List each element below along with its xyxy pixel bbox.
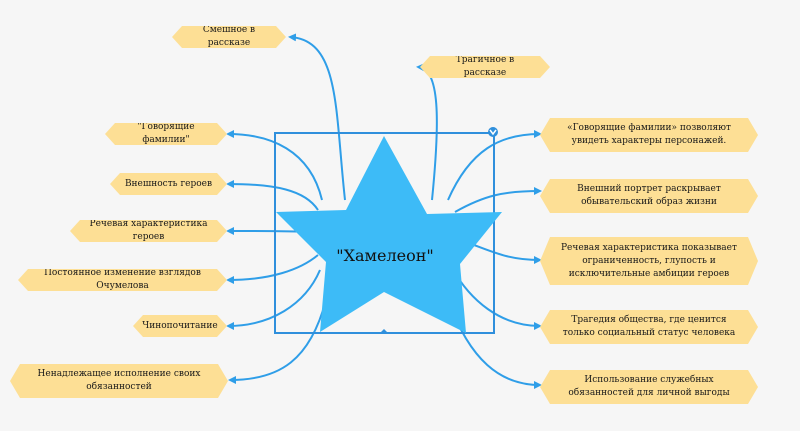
node-right-2[interactable]: Внешний портрет раскрывает обывательский… <box>540 179 758 213</box>
connector-left-5 <box>226 269 321 330</box>
node-left-6[interactable]: Ненадлежащее исполнение своих обязанност… <box>10 364 228 398</box>
connector-left-4 <box>226 254 319 284</box>
chevron-down-icon <box>489 129 497 136</box>
connector-left-1 <box>226 130 323 201</box>
connector-right-1 <box>447 130 542 201</box>
node-left-4[interactable]: Постоянное изменение взглядов Очумелова <box>18 269 227 291</box>
node-left-3[interactable]: Речевая характеристика героев <box>70 220 227 242</box>
node-right-1[interactable]: «Говорящие фамилии» позволяют увидеть ха… <box>540 118 758 152</box>
node-funny[interactable]: Смешное в рассказе <box>172 26 286 48</box>
node-left-5[interactable]: Чинопочитание <box>133 315 227 337</box>
central-star[interactable] <box>276 136 502 333</box>
connector-funny <box>288 33 346 201</box>
connector-left-6 <box>228 299 327 384</box>
connector-right-2 <box>454 187 542 213</box>
node-right-4[interactable]: Трагедия общества, где ценится только со… <box>540 310 758 344</box>
connector-right-4 <box>451 267 542 330</box>
central-topic-label[interactable]: "Хамелеон" <box>336 246 434 265</box>
node-right-5[interactable]: Использование служебных обязанностей для… <box>540 370 758 404</box>
selection-handle-top-right[interactable] <box>488 127 498 137</box>
node-tragic[interactable]: Трагичное в рассказе <box>420 56 550 78</box>
node-left-1[interactable]: "Говорящие фамилии" <box>105 123 227 145</box>
selection-handle-bottom[interactable] <box>380 329 388 333</box>
node-right-3[interactable]: Речевая характеристика показывает ограни… <box>540 237 758 285</box>
node-left-2[interactable]: Внешность героев <box>110 173 227 195</box>
connector-left-2 <box>226 180 319 211</box>
